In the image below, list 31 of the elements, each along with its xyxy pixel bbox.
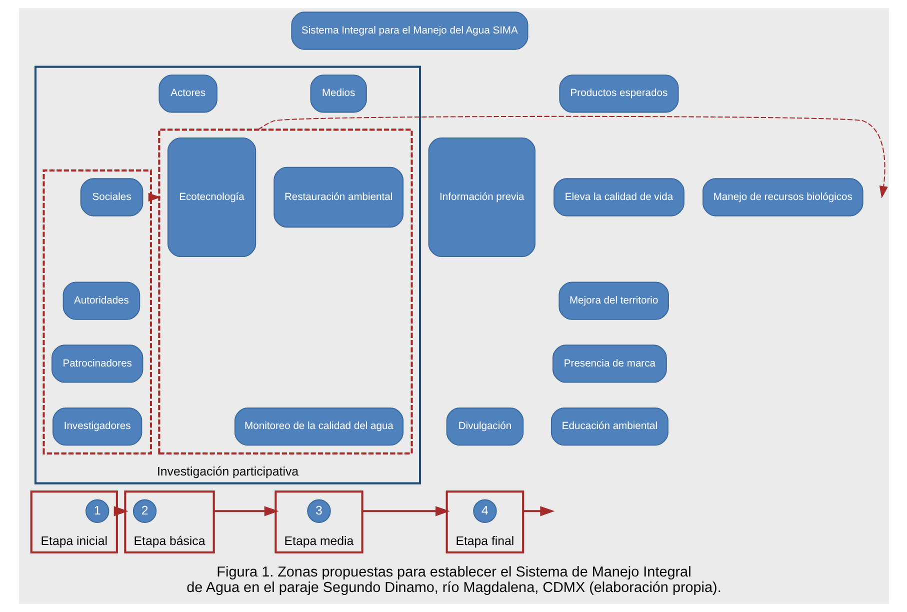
arrow — [113, 506, 128, 516]
node-circle: 1 — [85, 499, 109, 523]
node-box: Sociales — [80, 178, 143, 216]
arrow — [362, 506, 450, 516]
node-box: Medios — [310, 74, 366, 113]
arrow — [522, 506, 554, 516]
node-box: Productos esperados — [558, 74, 678, 113]
node-box: Monitoreo de la calidad del agua — [234, 408, 404, 446]
caption: Figura 1. Zonas propuestas para establecer el Sistema de Manejo Integral de Agua en el paraje Segundo Dinamo, río Magdalena, CDMX (elaboración propia). — [186, 564, 721, 596]
node-box: Investigadores — [52, 408, 142, 446]
node-box: Restauración ambiental — [273, 166, 404, 228]
node-box: Actores — [158, 74, 217, 113]
cluster — [158, 128, 412, 454]
node-box: Sistema Integral para el Manejo del Agua SIMA — [290, 12, 528, 50]
arrow — [148, 192, 160, 202]
node-box: Educación ambiental — [550, 408, 668, 446]
node-box: Autoridades — [62, 282, 140, 320]
arrow — [213, 506, 278, 516]
node-box: Ecotecnología — [166, 137, 256, 258]
node-circle: 3 — [306, 499, 330, 523]
node-box: Divulgación — [446, 408, 524, 446]
node-box: Eleva la calidad de vida — [553, 178, 684, 216]
node-box: Patrocinadores — [50, 344, 143, 383]
node-circle: 2 — [132, 499, 156, 523]
node-box: Mejora del territorio — [558, 282, 668, 320]
arrow — [257, 116, 888, 198]
node-box: Información previa — [428, 137, 535, 258]
cluster — [42, 169, 152, 454]
node-box: Manejo de recursos biológicos — [702, 178, 863, 216]
node-box: Presencia de marca — [552, 344, 666, 383]
node-circle: 4 — [472, 499, 496, 523]
